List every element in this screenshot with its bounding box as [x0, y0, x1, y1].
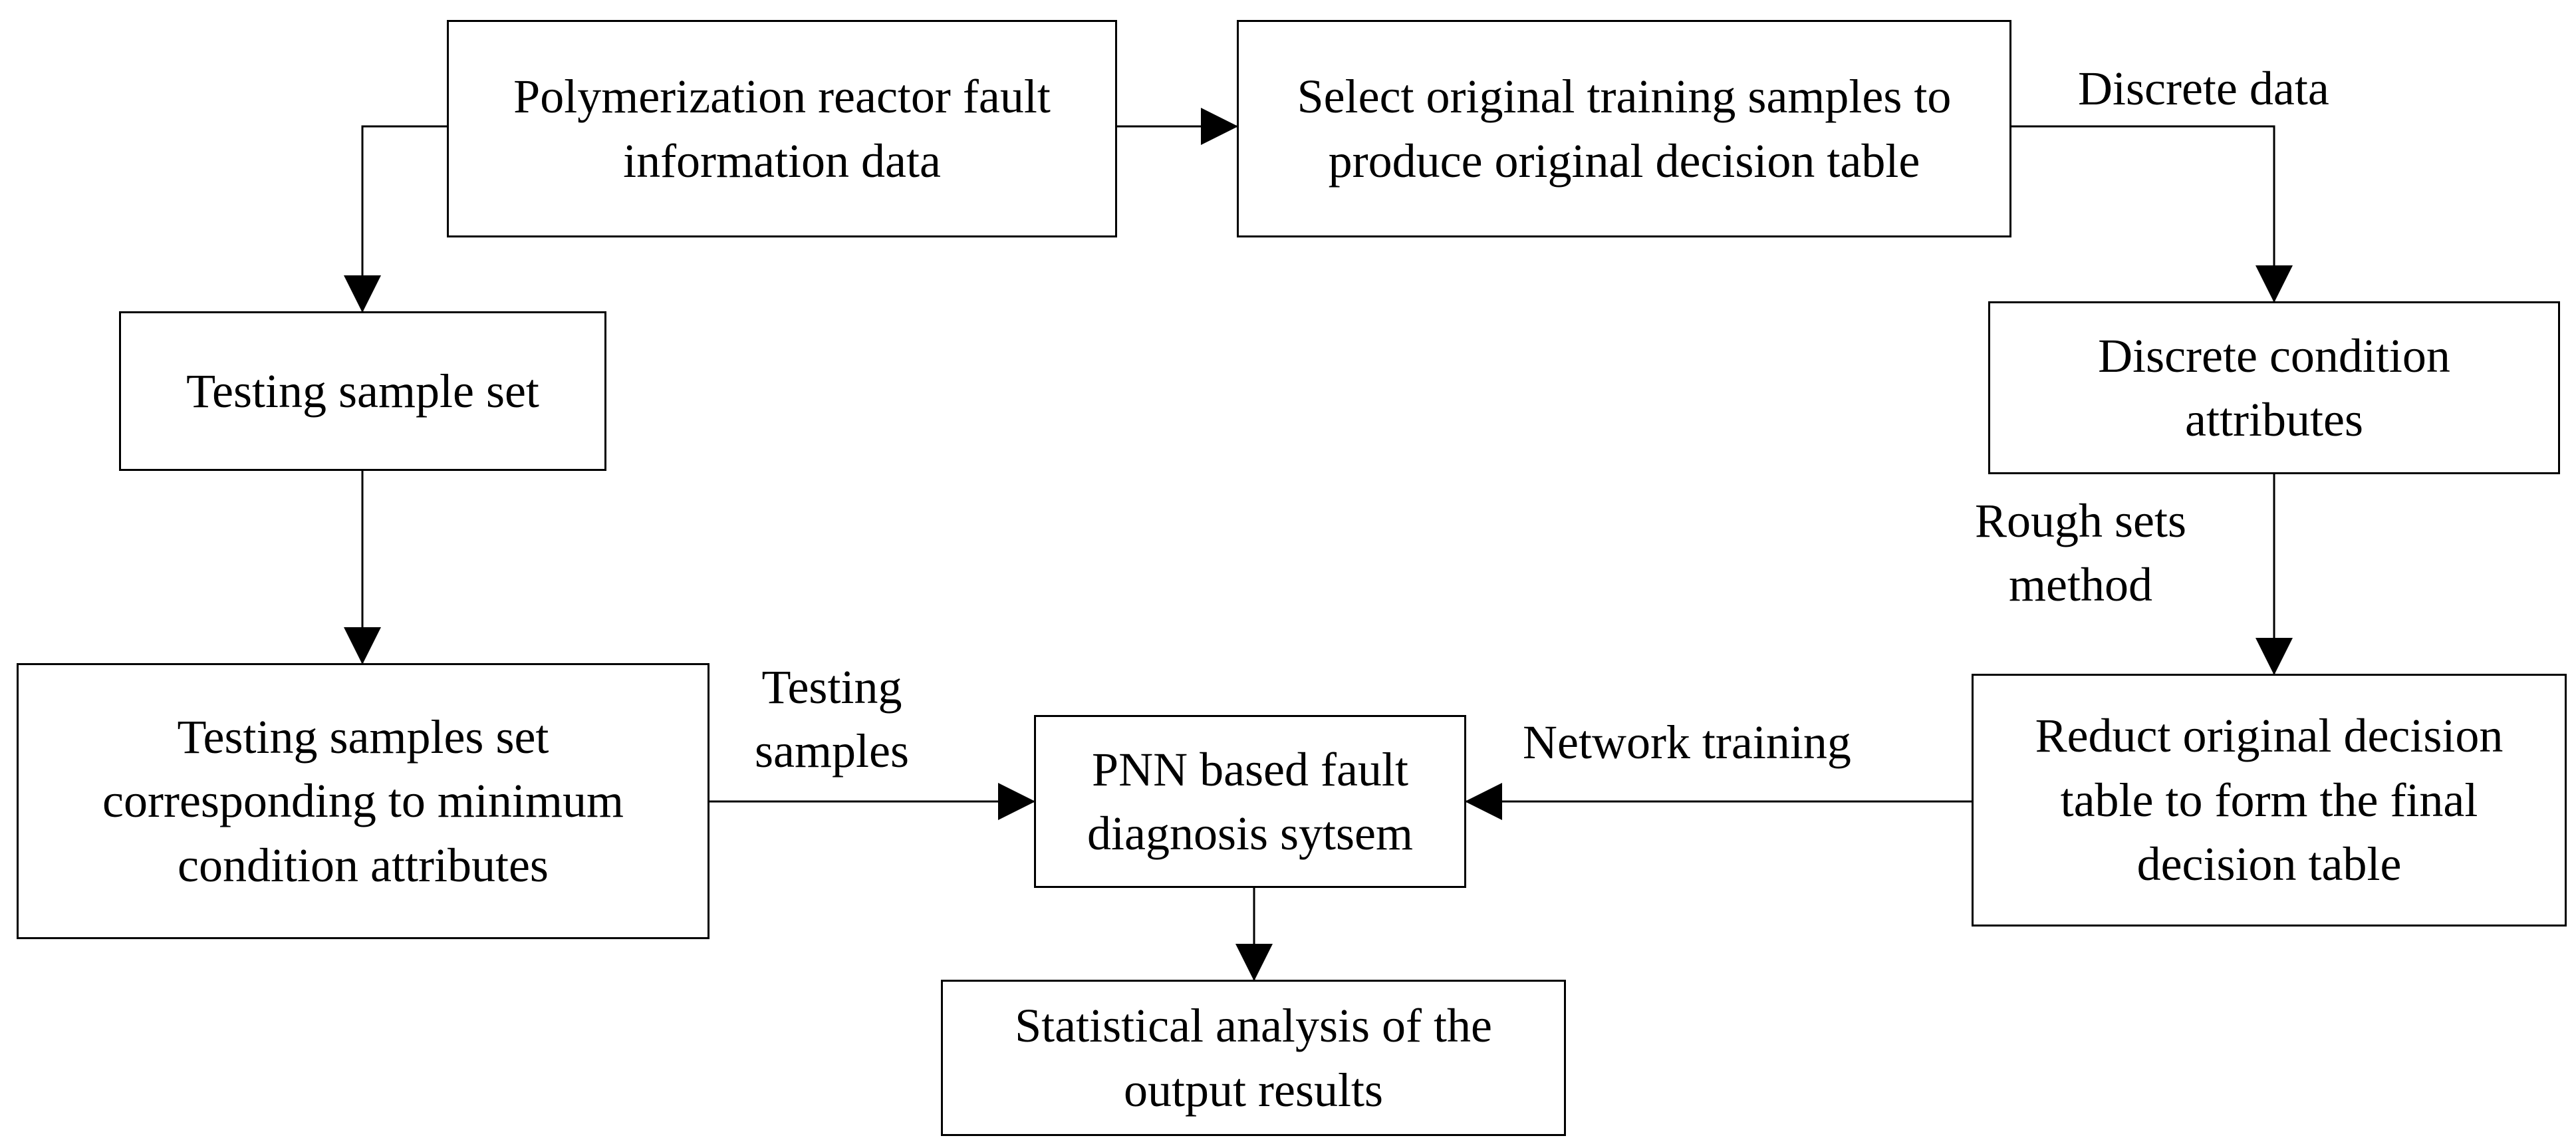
reduct-table-text: Reduct original decision table to form t…: [2035, 709, 2504, 891]
select-samples-box: Select original training samples to prod…: [1237, 20, 2011, 237]
pnn-system-box: PNN based fault diagnosis sytsem: [1034, 715, 1466, 888]
statistical-analysis-box: Statistical analysis of the output resul…: [941, 980, 1566, 1136]
arrow-reactor-to-testing-set: [344, 125, 447, 313]
rough-sets-label: Rough sets method: [1975, 489, 2186, 617]
network-training-label: Network training: [1523, 710, 1851, 774]
rough-sets-line1: Rough sets: [1975, 494, 2187, 547]
testing-min-text: Testing samples set corresponding to min…: [102, 710, 624, 892]
discrete-data-label: Discrete data: [2078, 57, 2329, 120]
pnn-system-text: PNN based fault diagnosis sytsem: [1087, 742, 1413, 860]
network-training-text: Network training: [1523, 716, 1851, 769]
reactor-data-box: Polymerization reactor fault information…: [447, 20, 1117, 237]
discrete-attributes-text: Discrete condition attributes: [2098, 329, 2450, 446]
statistical-analysis-text: Statistical analysis of the output resul…: [1015, 999, 1492, 1117]
select-samples-text: Select original training samples to prod…: [1297, 70, 1952, 188]
testing-min-box: Testing samples set corresponding to min…: [17, 663, 709, 939]
reactor-data-text: Polymerization reactor fault information…: [513, 70, 1051, 188]
testing-sample-set-text: Testing sample set: [186, 364, 539, 418]
testing-samples-line2: samples: [755, 724, 909, 778]
testing-samples-label: Testing samples: [755, 655, 909, 784]
rough-sets-line2: method: [2009, 558, 2152, 612]
discrete-data-text: Discrete data: [2078, 62, 2329, 115]
arrow-select-to-discrete: [2011, 125, 2293, 303]
testing-samples-line1: Testing: [761, 660, 902, 714]
discrete-attributes-box: Discrete condition attributes: [1988, 301, 2560, 474]
testing-sample-set-box: Testing sample set: [119, 311, 606, 471]
reduct-table-box: Reduct original decision table to form t…: [1972, 674, 2567, 927]
